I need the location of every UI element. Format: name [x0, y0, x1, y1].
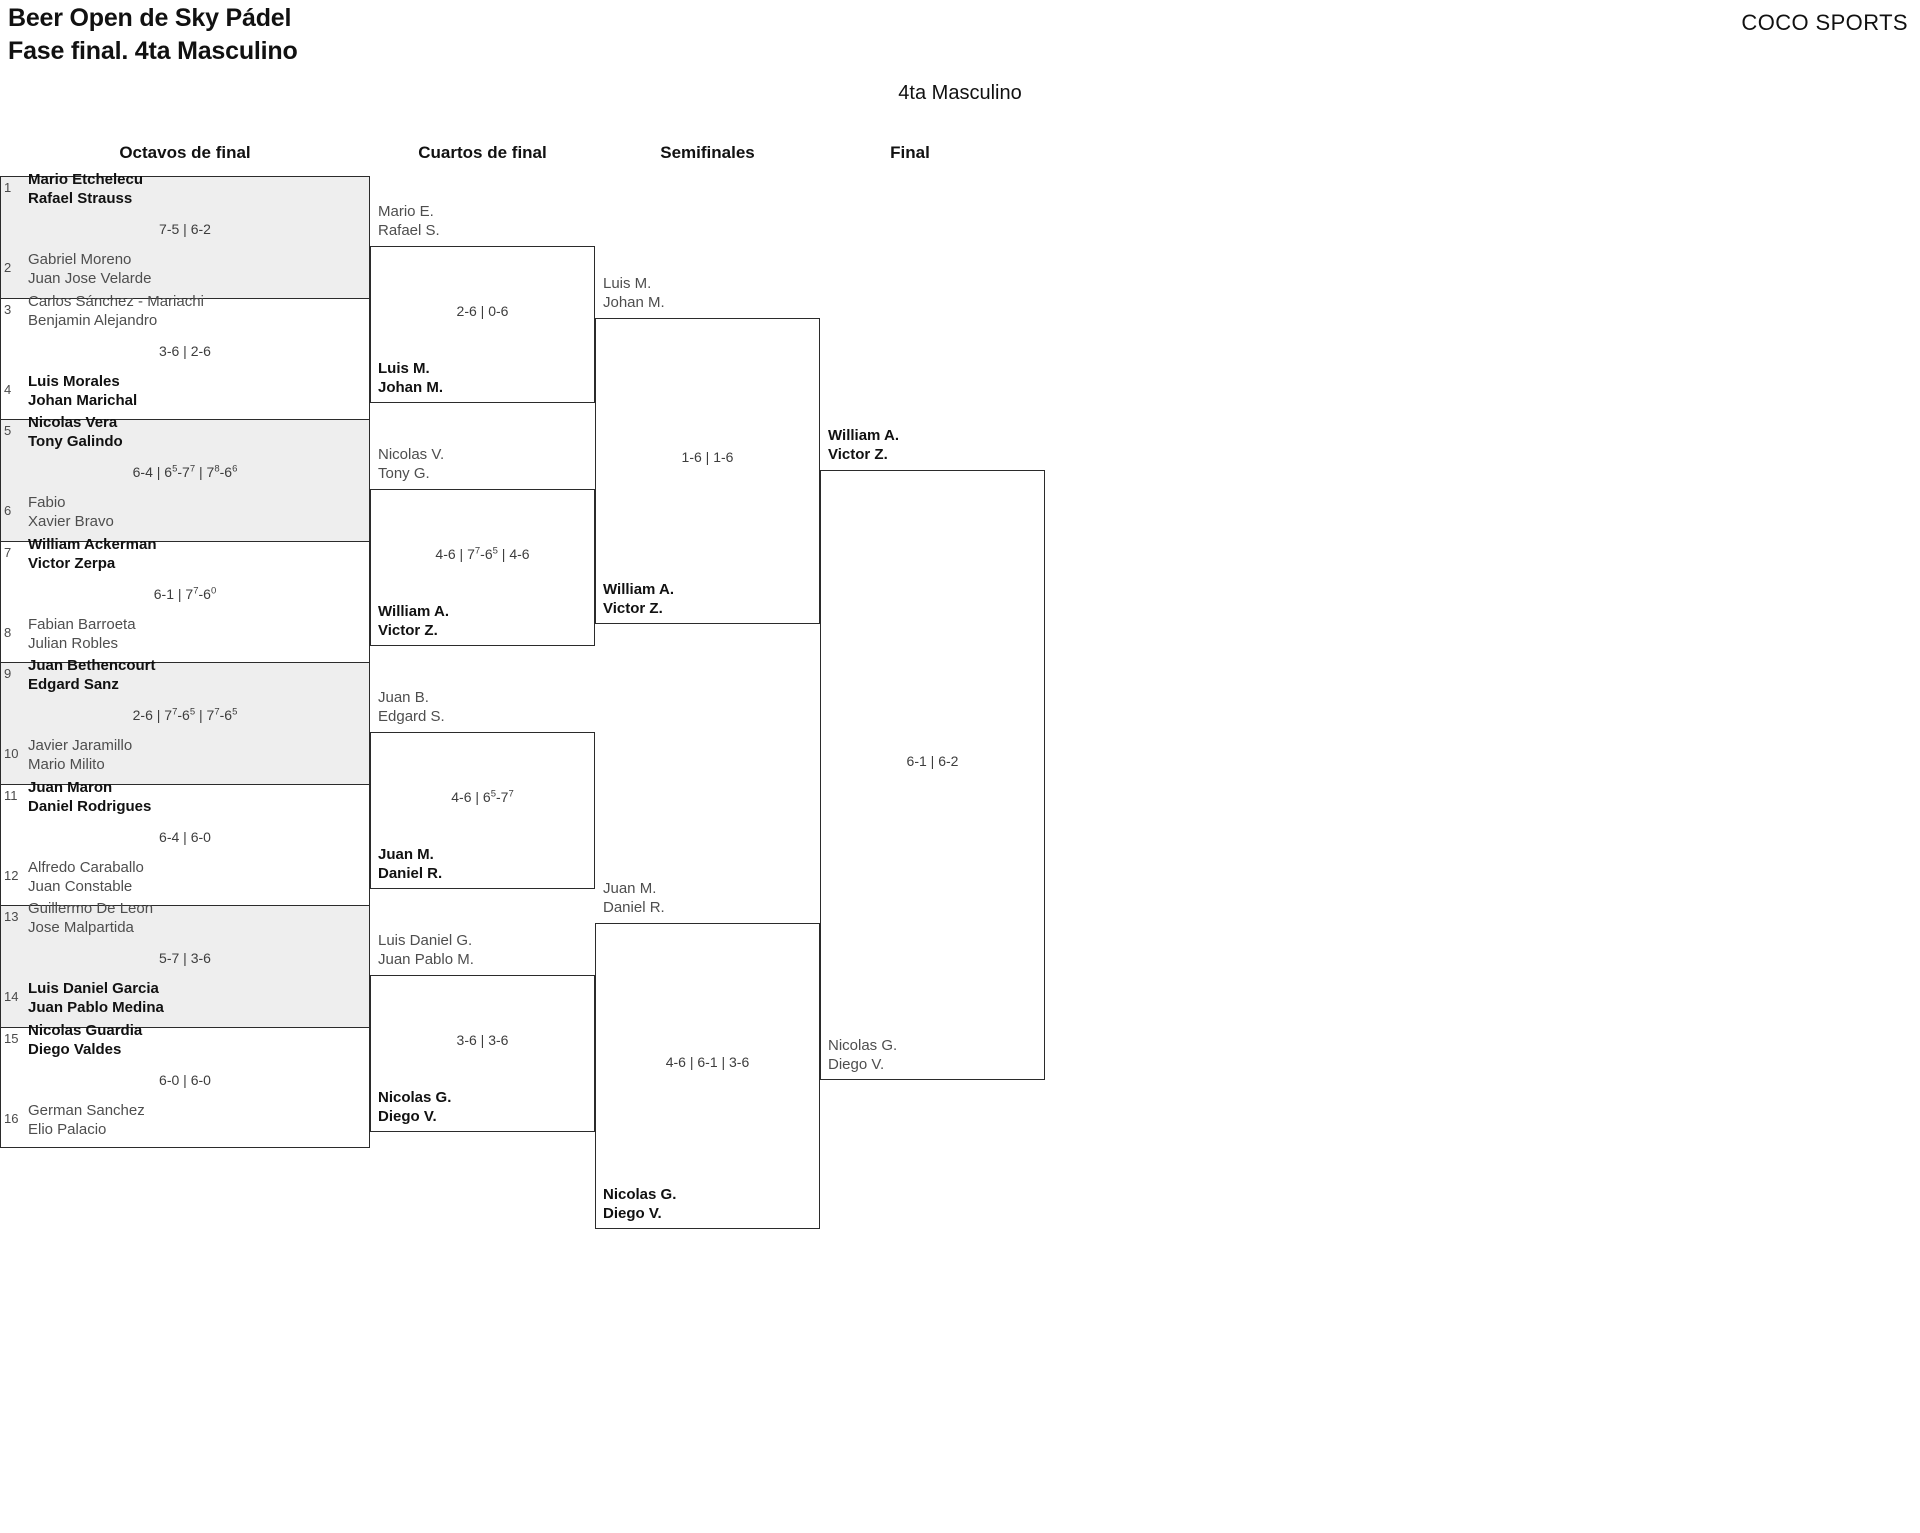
octavos-team-top: Nicolas Guardia Diego Valdes — [28, 1021, 143, 1058]
cuartos-team-bottom: Juan M. Daniel R. — [378, 846, 443, 883]
cuartos-match-box[interactable] — [370, 732, 595, 889]
cuartos-score: 4-6 | 65-77 — [451, 787, 514, 805]
seed-number: 16 — [4, 1110, 19, 1126]
tournament-stage: Fase final. 4ta Masculino — [8, 36, 298, 65]
octavos-team-bottom: Fabio Xavier Bravo — [28, 494, 114, 531]
round-header-octavos: Octavos de final — [119, 143, 251, 162]
semifinal-team-top: Juan M. Daniel R. — [603, 880, 665, 917]
octavos-match[interactable] — [0, 1026, 370, 1148]
octavos-match[interactable] — [0, 176, 370, 298]
match-score: 7-5 | 6-2 — [159, 221, 211, 237]
match-score: 2-6 | 77-65 | 77-65 — [132, 706, 238, 723]
seed-number: 15 — [4, 1030, 19, 1046]
match-score: 5-7 | 3-6 — [159, 950, 211, 966]
final-score: 6-1 | 6-2 — [906, 753, 959, 769]
semifinal-team-bottom: Nicolas G. Diego V. — [603, 1186, 677, 1223]
final-team-bottom: Nicolas G. Diego V. — [828, 1037, 898, 1074]
semifinal-team-top: Luis M. Johan M. — [603, 275, 665, 312]
cuartos-team-top: Luis Daniel G. Juan Pablo M. — [378, 932, 474, 969]
octavos-team-bottom: Luis Morales Johan Marichal — [28, 372, 138, 409]
seed-number: 7 — [4, 544, 12, 560]
octavos-match[interactable] — [0, 905, 370, 1027]
octavos-team-bottom: German Sanchez Elio Palacio — [28, 1101, 145, 1138]
match-score: 6-4 | 65-77 | 78-66 — [132, 463, 238, 480]
seed-number: 12 — [4, 867, 19, 883]
category-title: 4ta Masculino — [898, 82, 1022, 104]
match-score: 3-6 | 2-6 — [159, 342, 211, 359]
octavos-team-bottom: Fabian Barroeta Julian Robles — [28, 615, 136, 652]
seed-number: 14 — [4, 989, 19, 1004]
octavos-match[interactable] — [0, 297, 370, 419]
octavos-team-bottom: Gabriel Moreno Juan Jose Velarde — [28, 251, 152, 288]
semifinal-team-bottom: William A. Victor Z. — [603, 581, 674, 618]
cuartos-team-top: Juan B. Edgard S. — [378, 689, 445, 726]
brand-logo: COCO SPORTS — [1741, 10, 1908, 35]
seed-number: 4 — [4, 381, 12, 397]
match-score: 6-4 | 6-0 — [159, 828, 211, 845]
tournament-name: Beer Open de Sky Pádel — [8, 4, 292, 32]
cuartos-score: 2-6 | 0-6 — [456, 302, 509, 319]
octavos-team-top: Juan Bethencourt Edgard Sanz — [28, 657, 156, 694]
octavos-team-top: Mario Etchelecu Rafael Strauss — [28, 171, 144, 208]
octavos-team-bottom: Luis Daniel Garcia Juan Pablo Medina — [28, 980, 164, 1017]
round-header-cuartos: Cuartos de final — [418, 143, 547, 162]
seed-number: 6 — [4, 503, 12, 518]
cuartos-match-box[interactable] — [370, 246, 595, 403]
cuartos-team-bottom: William A. Victor Z. — [378, 603, 449, 640]
octavos-team-top: William Ackerman Victor Zerpa — [28, 535, 157, 572]
seed-number: 8 — [4, 624, 12, 640]
cuartos-match-box[interactable] — [370, 975, 595, 1132]
octavos-team-bottom: Alfredo Caraballo Juan Constable — [28, 858, 144, 895]
cuartos-team-bottom: Luis M. Johan M. — [378, 360, 444, 397]
seed-number: 1 — [4, 180, 12, 195]
semifinal-score: 4-6 | 6-1 | 3-6 — [665, 1054, 750, 1070]
seed-number: 11 — [4, 787, 18, 803]
seed-number: 13 — [4, 909, 19, 924]
octavos-team-bottom: Javier Jaramillo Mario Milito — [28, 737, 133, 774]
seed-number: 9 — [4, 666, 12, 681]
octavos-team-top: Guillermo De Leon Jose Malpartida — [28, 900, 154, 937]
octavos-match[interactable] — [0, 662, 370, 784]
cuartos-match-box[interactable] — [370, 489, 595, 646]
round-header-semifinales: Semifinales — [660, 143, 755, 162]
final-match-box[interactable] — [820, 470, 1045, 1080]
octavos-match[interactable] — [0, 419, 370, 541]
seed-number: 5 — [4, 423, 12, 438]
seed-number: 10 — [4, 746, 19, 761]
octavos-team-top: Carlos Sánchez - Mariachi Benjamin Aleja… — [28, 292, 204, 329]
match-score: 6-0 | 6-0 — [159, 1071, 211, 1088]
octavos-match[interactable] — [0, 540, 370, 662]
final-team-top: William A. Victor Z. — [828, 427, 899, 464]
cuartos-team-top: Nicolas V. Tony G. — [378, 446, 445, 483]
semifinal-score: 1-6 | 1-6 — [681, 449, 734, 465]
cuartos-score: 3-6 | 3-6 — [456, 1031, 509, 1048]
cuartos-score: 4-6 | 77-65 | 4-6 — [435, 544, 530, 562]
seed-number: 3 — [4, 301, 12, 317]
seed-number: 2 — [4, 260, 12, 275]
octavos-team-top: Juan Maron Daniel Rodrigues — [28, 778, 152, 815]
cuartos-team-top: Mario E. Rafael S. — [378, 203, 440, 240]
round-header-final: Final — [890, 143, 930, 162]
semifinal-match-box[interactable] — [595, 923, 820, 1229]
match-score: 6-1 | 77-60 — [153, 584, 217, 602]
semifinal-match-box[interactable] — [595, 318, 820, 624]
octavos-team-top: Nicolas Vera Tony Galindo — [28, 414, 123, 451]
cuartos-team-bottom: Nicolas G. Diego V. — [378, 1089, 452, 1126]
octavos-match[interactable] — [0, 783, 370, 905]
